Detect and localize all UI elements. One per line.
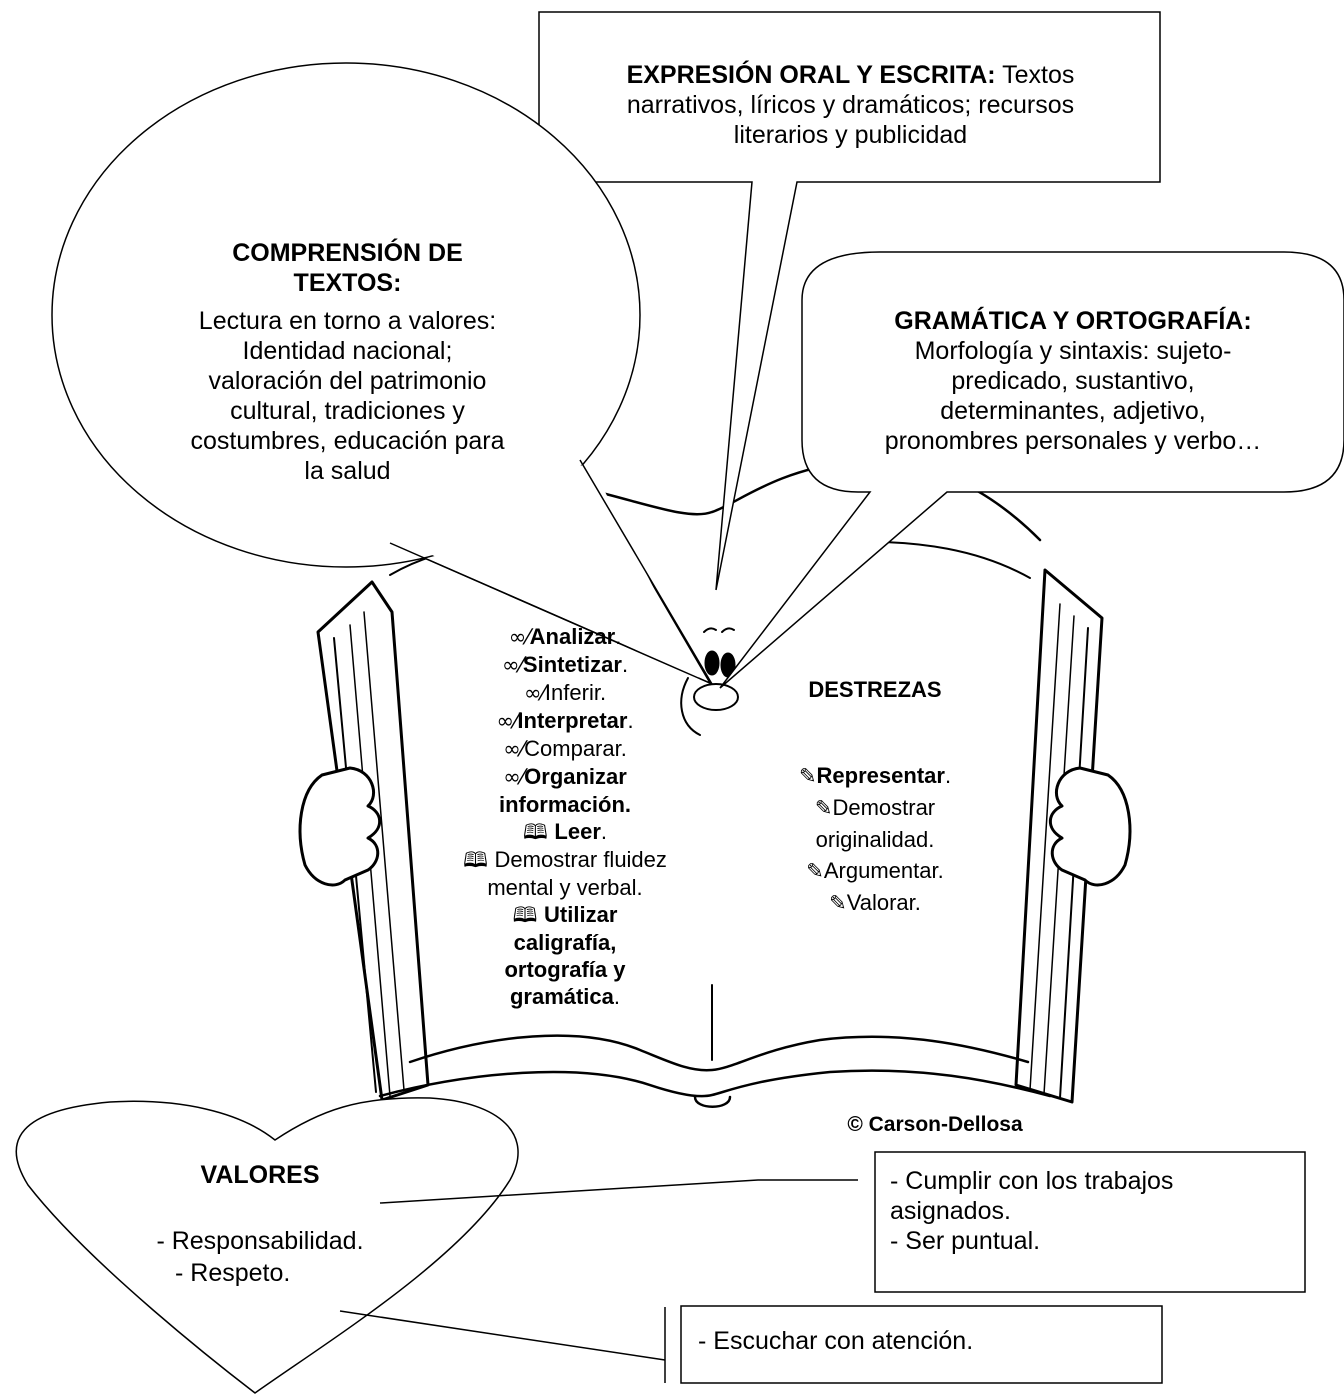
- comprension-line: costumbres, educación para: [190, 427, 505, 455]
- comprension-title-2: TEXTOS:: [293, 269, 402, 297]
- pencil-icon: ✎: [829, 891, 847, 915]
- responsabilidad-box: [874, 1151, 1306, 1293]
- pencil-icon: ✎: [814, 796, 833, 820]
- expresion-text-1: Textos: [1002, 61, 1075, 89]
- comprension-line: Lectura en torno a valores:: [198, 307, 497, 335]
- gramatica-callout: [719, 251, 1344, 689]
- skill-fluidez: Demostrar fluidez: [494, 847, 667, 872]
- punctuation: .: [600, 819, 608, 844]
- comprension-title-1: COMPRENSIÓN DE: [232, 239, 463, 267]
- pencil-icon: ✎: [798, 764, 817, 788]
- comprension-line: valoración del patrimonio: [208, 367, 487, 395]
- valores-title: VALORES: [200, 1161, 320, 1189]
- connector-lines: [339, 1179, 858, 1383]
- skill-utilizar-4: gramática: [509, 984, 614, 1009]
- glasses-icon: ∞⁄: [503, 765, 525, 789]
- destrezas-title: DESTREZAS: [808, 677, 942, 702]
- gramatica-line: pronombres personales y verbo…: [884, 427, 1262, 455]
- comprension-title: COMPRENSIÓN DE TEXTOS:: [120, 238, 575, 300]
- skill-inferir: Inferir.: [544, 680, 607, 705]
- comprension-line: la salud: [304, 457, 391, 485]
- punctuation: .: [944, 763, 952, 788]
- skill-fluidez-2: mental y verbal.: [487, 875, 643, 900]
- skill-utilizar-3: ortografía y: [504, 957, 626, 982]
- punctuation: .: [613, 984, 621, 1009]
- left-page-skills: ∞⁄Analizar. ∞⁄Sintetizar. ∞⁄Inferir. ∞⁄I…: [420, 623, 710, 1010]
- book-illustration: [298, 460, 1132, 1108]
- punctuation: .: [621, 652, 629, 677]
- skill-sintetizar: Sintetizar: [522, 652, 622, 677]
- skill-interpretar: Interpretar: [517, 708, 628, 733]
- respeto-box: [680, 1305, 1163, 1384]
- gramatica-line: determinantes, adjetivo,: [940, 397, 1206, 425]
- skill-representar: Representar: [816, 763, 945, 788]
- skill-utilizar-2: caligrafía,: [513, 930, 617, 955]
- glasses-icon: ∞⁄: [503, 737, 525, 761]
- skill-analizar: Analizar: [529, 624, 616, 649]
- comprension-callout: [51, 62, 713, 685]
- skill-demostrar: Demostrar: [832, 795, 936, 820]
- gramatica-line: predicado, sustantivo,: [951, 367, 1195, 395]
- responsabilidad-line: asignados.: [890, 1197, 1011, 1225]
- comprension-line: Identidad nacional;: [242, 337, 453, 365]
- open-book-icon: 🕮: [512, 903, 545, 927]
- skill-valorar: Valorar.: [846, 890, 921, 915]
- expresion-text-3: literarios y publicidad: [733, 121, 968, 149]
- skill-organizar: Organizar: [524, 764, 627, 789]
- open-book-icon: 🕮: [522, 820, 555, 844]
- gramatica-line: Morfología y sintaxis: sujeto-: [914, 337, 1232, 365]
- copyright-label: © Carson-Dellosa: [847, 1113, 1023, 1136]
- skill-leer: Leer: [554, 819, 601, 844]
- gramatica-text: GRAMÁTICA Y ORTOGRAFÍA: Morfología y sin…: [806, 306, 1340, 456]
- responsabilidad-line: - Cumplir con los trabajos: [890, 1167, 1174, 1195]
- glasses-icon: ∞⁄: [501, 653, 523, 677]
- glasses-icon: ∞⁄: [508, 625, 530, 649]
- right-page-skills: ✎Representar. ✎Demostrar originalidad. ✎…: [735, 760, 1015, 919]
- expresion-text-2: narrativos, líricos y dramáticos; recurs…: [626, 91, 1075, 119]
- skill-demostrar-2: originalidad.: [815, 827, 935, 852]
- respeto-text: - Escuchar con atención.: [698, 1327, 974, 1355]
- valores-item-1: - Responsabilidad.: [156, 1227, 364, 1255]
- skill-utilizar: Utilizar: [544, 902, 618, 927]
- responsabilidad-line: - Ser puntual.: [890, 1227, 1041, 1255]
- comprension-line: cultural, tradiciones y: [230, 397, 465, 425]
- skill-argumentar: Argumentar.: [823, 858, 944, 883]
- open-book-icon: 🕮: [463, 848, 495, 872]
- glasses-icon: ∞⁄: [523, 681, 545, 705]
- valores-item-2: - Respeto.: [175, 1259, 291, 1287]
- punctuation: .: [627, 708, 634, 733]
- skill-comparar: Comparar.: [524, 736, 627, 761]
- comprension-body: Lectura en torno a valores: Identidad na…: [120, 306, 575, 486]
- skill-organizar-2: información.: [498, 792, 631, 817]
- valores-heart: [15, 1097, 519, 1394]
- responsabilidad-text: - Cumplir con los trabajos asignados. - …: [890, 1166, 1290, 1256]
- expresion-text: EXPRESIÓN ORAL Y ESCRITA: Textos narrati…: [548, 60, 1153, 150]
- expresion-title: EXPRESIÓN ORAL Y ESCRITA:: [626, 61, 996, 89]
- punctuation: .: [615, 624, 622, 649]
- glasses-icon: ∞⁄: [496, 709, 518, 733]
- gramatica-title: GRAMÁTICA Y ORTOGRAFÍA:: [894, 307, 1252, 335]
- pencil-icon: ✎: [806, 859, 824, 883]
